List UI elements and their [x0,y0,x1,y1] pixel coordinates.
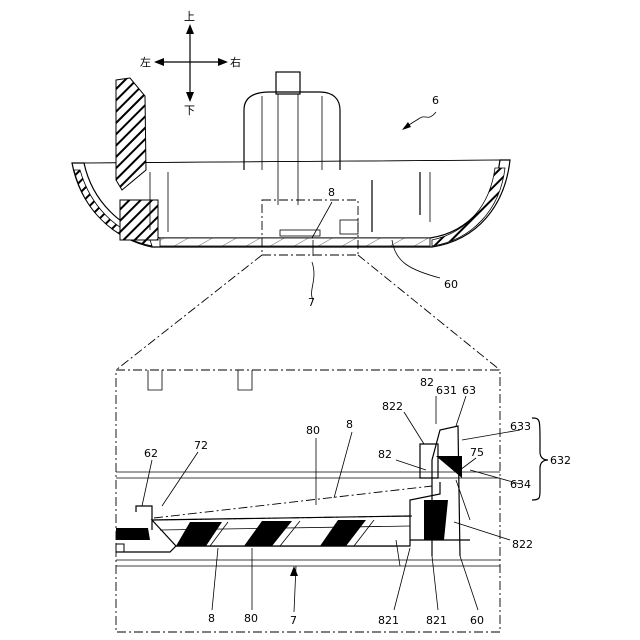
label-7-bottom: 7 [290,614,297,627]
label-634: 634 [510,478,531,491]
direction-right-label: 右 [230,55,241,69]
label-8-detail-top: 8 [346,418,353,431]
label-821-b: 821 [426,614,447,627]
label-63: 63 [462,384,476,397]
label-821-a: 821 [378,614,399,627]
label-75: 75 [470,446,484,459]
overall-view: 6 8 7 60 [72,72,510,309]
label-633: 633 [510,420,531,433]
label-82-upper: 82 [420,376,434,389]
detail-view: 62 72 80 8 82 822 631 63 633 632 82 75 6… [116,370,571,632]
label-80-top: 80 [306,424,320,437]
label-82-mid: 82 [378,448,392,461]
label-80-bottom: 80 [244,612,258,625]
direction-indicator: 上 下 左 右 [140,10,241,117]
label-822-upper: 822 [382,400,403,413]
label-632: 632 [550,454,571,467]
label-822-lower: 822 [512,538,533,551]
label-62: 62 [144,447,158,460]
direction-up-label: 上 [184,10,195,23]
direction-left-label: 左 [140,56,151,69]
label-60-bottom: 60 [470,614,484,627]
direction-down-label: 下 [184,104,195,117]
central-box [244,92,340,170]
label-8-bottom: 8 [208,612,215,625]
label-6: 6 [432,94,439,107]
label-60-top: 60 [444,278,458,291]
label-7-top: 7 [308,296,315,309]
label-8-top: 8 [328,186,335,199]
label-72: 72 [194,439,208,452]
label-631: 631 [436,384,457,397]
